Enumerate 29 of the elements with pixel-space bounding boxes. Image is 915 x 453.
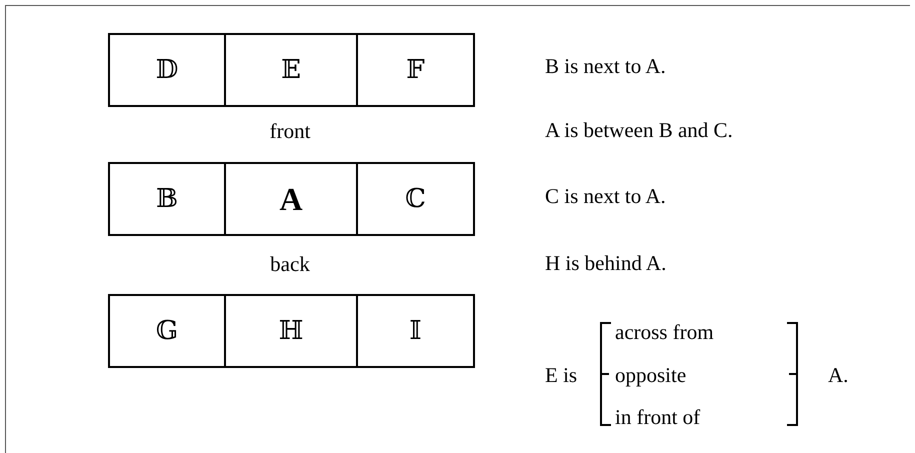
cell-letter: ℍ xyxy=(278,314,304,348)
sentence-text: C is next to A. xyxy=(545,186,666,207)
cell-letter: 𝔽 xyxy=(406,54,425,86)
sentence-text: A is between B and C. xyxy=(545,120,733,141)
cell-letter: ℂ xyxy=(405,182,426,216)
cell-letter: 𝔻 xyxy=(156,54,178,86)
row-label: front xyxy=(270,121,310,142)
cell-letter: 𝔾 xyxy=(156,314,178,348)
sentence-text: E is xyxy=(545,365,578,386)
sentence-text: B is next to A. xyxy=(545,56,666,77)
grid-cell xyxy=(224,294,358,368)
cell-letter: 𝕀 xyxy=(409,314,422,348)
grid-cell xyxy=(356,33,475,107)
grid-cell xyxy=(356,294,475,368)
cell-letter: A xyxy=(279,180,303,219)
grid-cell xyxy=(108,33,226,107)
cell-letter: 𝔹 xyxy=(156,182,178,216)
cell-letter: 𝔼 xyxy=(281,54,301,86)
sentence-text: across from xyxy=(615,322,714,343)
sentence-text: A. xyxy=(828,365,848,386)
row-label: back xyxy=(270,254,310,275)
grid-cell xyxy=(224,162,358,236)
grid-cell xyxy=(108,162,226,236)
grid-cell xyxy=(108,294,226,368)
sentence-text: opposite xyxy=(615,365,686,386)
grid-cell xyxy=(224,33,358,107)
sentence-text: H is behind A. xyxy=(545,253,666,274)
sentence-text: in front of xyxy=(615,407,700,428)
grid-cell xyxy=(356,162,475,236)
